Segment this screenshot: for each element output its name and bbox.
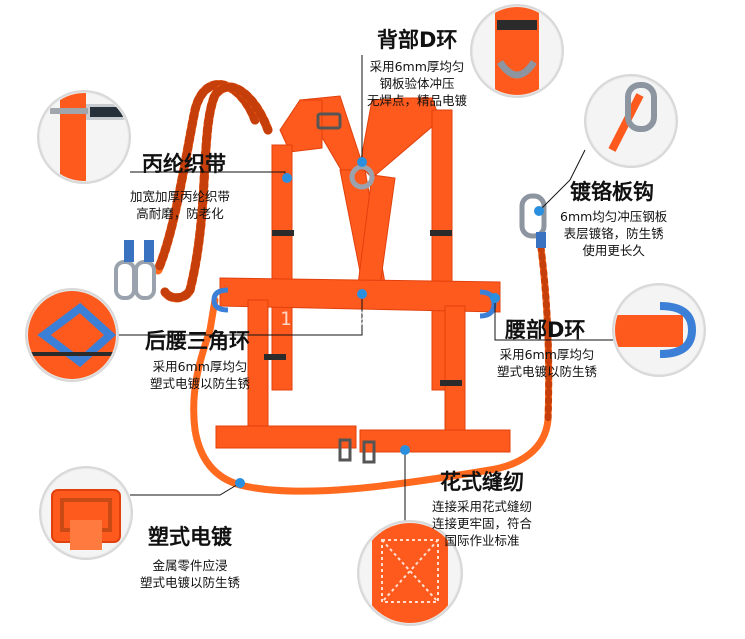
back-d-ring-title: 背部D环 [377,28,458,52]
triangle-ring-title: 后腰三角环 [145,329,250,353]
stitching-icon [357,520,463,626]
webbing-caliper-icon [37,90,131,184]
right-lanyard-rope [190,236,553,495]
waist-d-ring-line-1: 采用6mm厚均匀 [499,347,595,362]
back-d-ring-line-2: 钢板验体冲压 [379,76,455,91]
left-lanyard-ropes [153,80,273,303]
back-d-ring-description: 采用6mm厚均匀 钢板验体冲压 无焊点，精品电镀 [367,58,467,109]
leader-dots [235,157,544,488]
stitching-line-3: 国际作业标准 [444,533,520,548]
webbing-line-1: 加宽加厚丙纶织带 [130,189,231,204]
plating-line-1: 金属零件应浸 [152,558,228,573]
left-snap-hooks [114,240,156,300]
hook-description: 6mm均匀冲压钢板 表层镀铬，防生锈 使用更长久 [560,208,667,259]
plating-title: 塑式电镀 [148,525,232,549]
waist-d-ring-line-2: 塑式电镀以防生锈 [497,364,598,379]
buckle-icon [39,466,133,560]
back-d-ring-line-1: 采用6mm厚均匀 [369,59,465,74]
back-d-ring-line-3: 无焊点，精品电镀 [367,93,468,108]
stitching-line-2: 连接更牢固，符合 [432,516,533,531]
hook-line-1: 6mm均匀冲压钢板 [560,209,668,224]
hook-title: 镀铬板钩 [570,180,654,204]
webbing-title: 丙纶织带 [142,152,226,176]
triangle-ring-line-1: 采用6mm厚均匀 [152,359,248,374]
triangle-ring-icon [25,288,119,382]
stitching-title: 花式缝纫 [440,470,524,494]
waist-d-ring-icon [612,283,706,377]
harness-body [215,95,511,453]
d-ring-icon [470,4,564,98]
phone-watermark: 13932698089 [280,308,417,330]
webbing-line-2: 高耐磨，防老化 [136,206,224,221]
waist-d-ring-description: 采用6mm厚均匀 塑式电镀以防生锈 [497,346,597,380]
hook-line-3: 使用更长久 [582,243,645,258]
plating-description: 金属零件应浸 塑式电镀以防生锈 [140,557,240,591]
harness-buckles [264,112,462,464]
waist-d-ring-title: 腰部D环 [505,318,586,342]
snap-hook-icon [584,74,678,168]
stitching-line-1: 连接采用花式缝纫 [432,499,533,514]
triangle-ring-line-2: 塑式电镀以防生锈 [150,376,251,391]
stitching-description: 连接采用花式缝纫 连接更牢固，符合 国际作业标准 [432,498,532,549]
webbing-description: 加宽加厚丙纶织带 高耐磨，防老化 [130,188,230,222]
right-snap-hook [519,193,547,248]
triangle-ring-description: 采用6mm厚均匀 塑式电镀以防生锈 [150,358,250,392]
leader-lines [115,55,615,555]
hook-line-2: 表层镀铬，防生锈 [563,226,664,241]
plating-line-2: 塑式电镀以防生锈 [140,575,241,590]
